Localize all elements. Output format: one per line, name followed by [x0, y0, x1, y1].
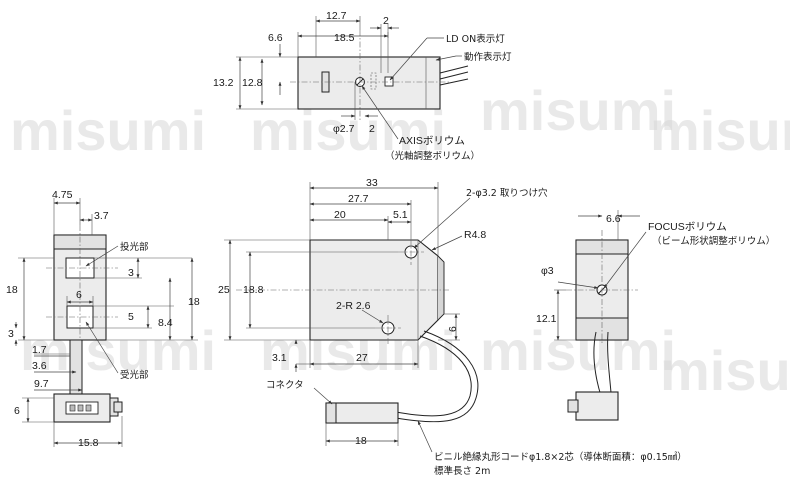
dim-6-left: 6 — [76, 289, 82, 301]
dim-3-7: 3.7 — [94, 210, 109, 222]
svg-text:misumi: misumi — [10, 99, 206, 162]
svg-text:misumi: misumi — [480, 79, 676, 142]
right-view: 6.6 φ3 12.1 FOCUSボリウム （ビーム形状調整ボリウム） — [536, 210, 775, 421]
svg-text:misumi: misumi — [660, 339, 790, 402]
dim-2-bottom: 2 — [369, 123, 375, 135]
dim-3-left: 3 — [8, 328, 14, 340]
cable-spec-label: ビニル絶縁丸形コードφ1.8×2芯（導体断面積：φ0.15㎟） — [434, 451, 687, 463]
center-view-cable — [395, 335, 472, 417]
top-view: 12.7 2 18.5 6.6 13.2 12.8 φ2.7 2 LD ON表示… — [213, 10, 512, 162]
right-view-connector — [575, 391, 619, 421]
svg-text:misumi: misumi — [650, 99, 790, 162]
dim-12-8: 12.8 — [242, 77, 263, 89]
dim-15-8: 15.8 — [78, 437, 99, 449]
dim-18-5: 18.5 — [334, 32, 355, 44]
dim-2-top: 2 — [383, 15, 389, 27]
dim-3-6: 3.6 — [32, 360, 47, 372]
dim-5-1: 5.1 — [393, 209, 408, 221]
dim-12-1: 12.1 — [536, 313, 557, 325]
left-view-cable — [69, 339, 83, 397]
dim-6-6: 6.6 — [268, 32, 283, 44]
radius-bottom-label: 2-R 2.6 — [336, 300, 371, 312]
dim-phi-3: φ3 — [541, 265, 554, 277]
connector-label: コネクタ — [266, 380, 304, 391]
dim-4-75: 4.75 — [52, 189, 73, 201]
dim-27-7: 27.7 — [348, 193, 369, 205]
mount-hole-label: 2-φ3.2 取りつけ穴 — [466, 187, 548, 199]
dim-25: 25 — [218, 284, 230, 296]
dim-phi-2-7: φ2.7 — [333, 123, 355, 135]
dim-5: 5 — [128, 311, 134, 323]
radius-top-label: R4.8 — [464, 229, 486, 241]
dim-20: 20 — [334, 209, 346, 221]
dim-1-7: 1.7 — [32, 344, 47, 356]
axis-volume-label: AXISボリウム — [399, 135, 465, 147]
ld-on-label: LD ON表示灯 — [446, 33, 505, 45]
receiver-label: 受光部 — [120, 369, 149, 381]
dim-3-1: 3.1 — [272, 352, 287, 364]
ld-on-indicator — [384, 76, 394, 87]
dim-8-4: 8.4 — [158, 317, 173, 329]
dim-18-left: 18 — [6, 284, 18, 296]
dim-12-7: 12.7 — [326, 10, 347, 22]
dim-18-8: 18.8 — [243, 284, 264, 296]
focus-volume-sublabel: （ビーム形状調整ボリウム） — [652, 235, 775, 247]
axis-volume-sublabel: （光軸調整ボリウム） — [385, 150, 480, 162]
dim-3-center: 3 — [128, 267, 134, 279]
dim-6-center: 6 — [447, 326, 459, 332]
emitter-label: 投光部 — [120, 241, 149, 253]
dim-33: 33 — [366, 177, 378, 189]
top-view-cord — [439, 65, 469, 86]
cable-length-label: 標準長さ 2m — [434, 465, 490, 477]
top-view-body — [297, 56, 441, 110]
left-view: 4.75 3.7 18 6 3 1.7 3.6 9.7 6 15.8 投光部 — [6, 189, 149, 449]
dim-6-connector: 6 — [14, 405, 20, 417]
dim-27: 27 — [356, 352, 368, 364]
center-view: 33 27.7 20 5.1 25 18.8 3 5 8.4 18 — [93, 177, 687, 477]
connector-body — [325, 402, 399, 424]
svg-text:misumi: misumi — [20, 319, 216, 382]
dim-6-6-right: 6.6 — [606, 213, 621, 225]
focus-volume-label: FOCUSボリウム — [648, 221, 727, 233]
dim-18-center: 18 — [188, 296, 200, 308]
operation-indicator-label: 動作表示灯 — [464, 51, 512, 63]
dim-13-2: 13.2 — [213, 77, 234, 89]
dim-18-connector: 18 — [355, 435, 367, 447]
dim-9-7: 9.7 — [34, 378, 49, 390]
